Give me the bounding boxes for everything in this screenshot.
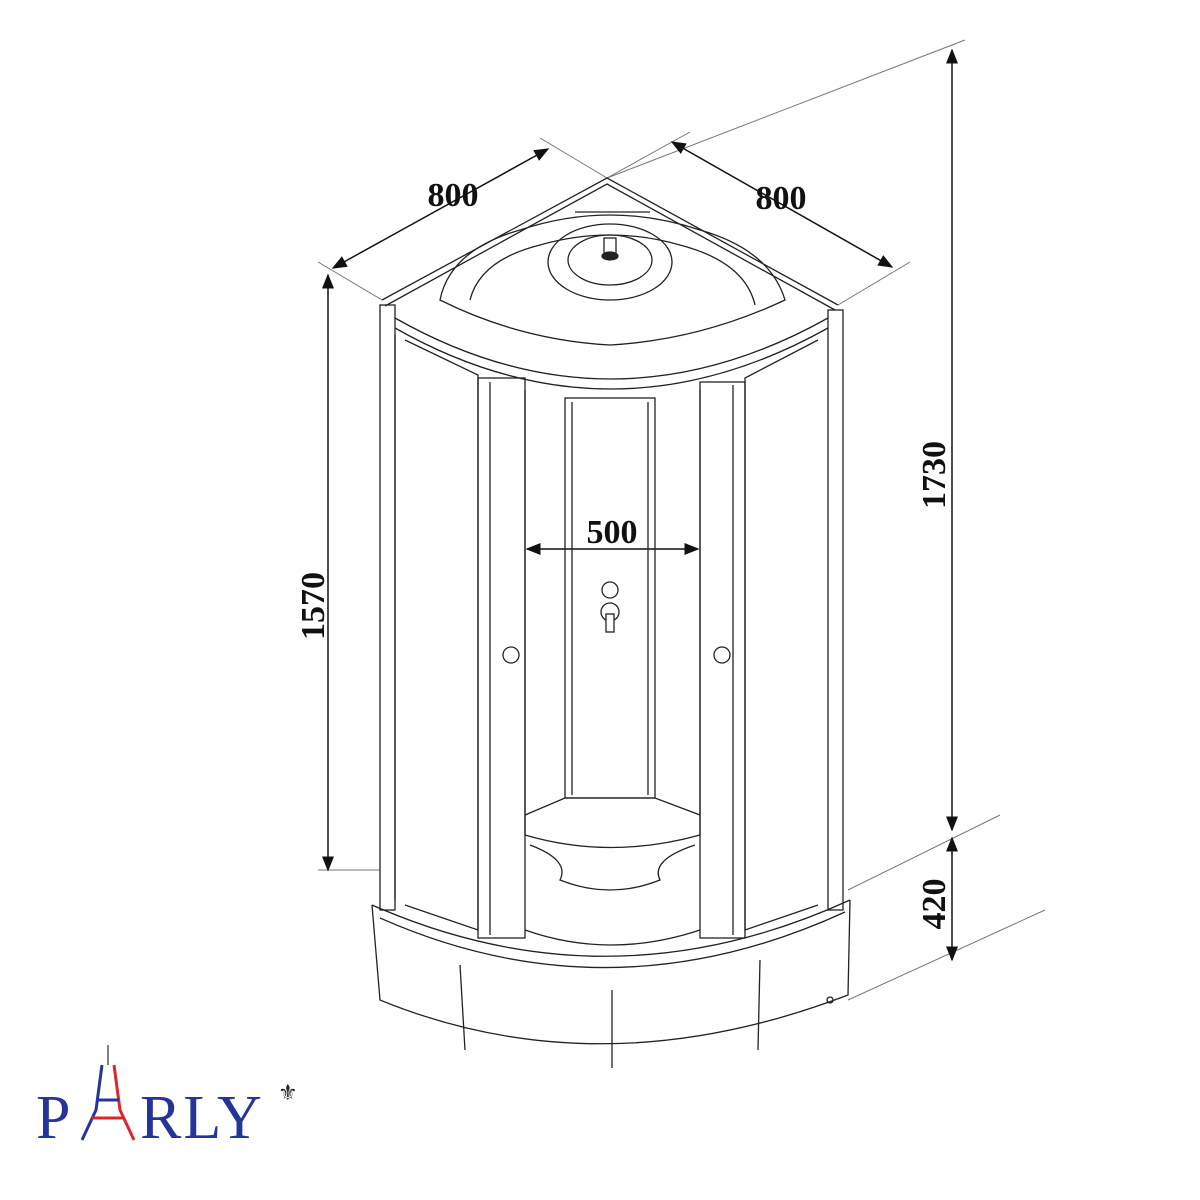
dim-label-500: 500 bbox=[587, 514, 638, 551]
parly-logo: P RLY ⚜ bbox=[36, 1045, 298, 1152]
eiffel-tower-icon bbox=[80, 1045, 136, 1141]
left-door-handle bbox=[502, 646, 520, 664]
dim-line-800-left bbox=[331, 148, 550, 269]
dimension-lines bbox=[322, 48, 958, 962]
shower-tray-outline bbox=[371, 899, 851, 1045]
roof-ring-outer bbox=[547, 223, 673, 301]
dim-label-1570: 1570 bbox=[295, 572, 332, 640]
roof-outline bbox=[381, 177, 839, 306]
svg-text:P: P bbox=[36, 1084, 72, 1152]
dim-line-800-right bbox=[670, 141, 894, 268]
shower-tray-top bbox=[371, 899, 851, 957]
roof-dome bbox=[439, 214, 786, 346]
dim-label-800-right: 800 bbox=[756, 180, 807, 217]
svg-text:RLY: RLY bbox=[140, 1084, 264, 1152]
fleur-de-lis-icon: ⚜ bbox=[278, 1081, 298, 1106]
dim-label-420: 420 bbox=[916, 879, 953, 930]
seat bbox=[524, 797, 701, 849]
shower-cabin bbox=[371, 177, 851, 1068]
right-door-frame bbox=[699, 381, 746, 939]
right-door-handle bbox=[713, 646, 731, 664]
mixer-tap-icon bbox=[600, 581, 620, 633]
roof-front-arc bbox=[394, 317, 829, 380]
left-post bbox=[379, 304, 396, 911]
dim-label-800-left: 800 bbox=[428, 177, 479, 214]
right-post bbox=[827, 309, 844, 911]
dim-label-1730: 1730 bbox=[916, 441, 953, 509]
